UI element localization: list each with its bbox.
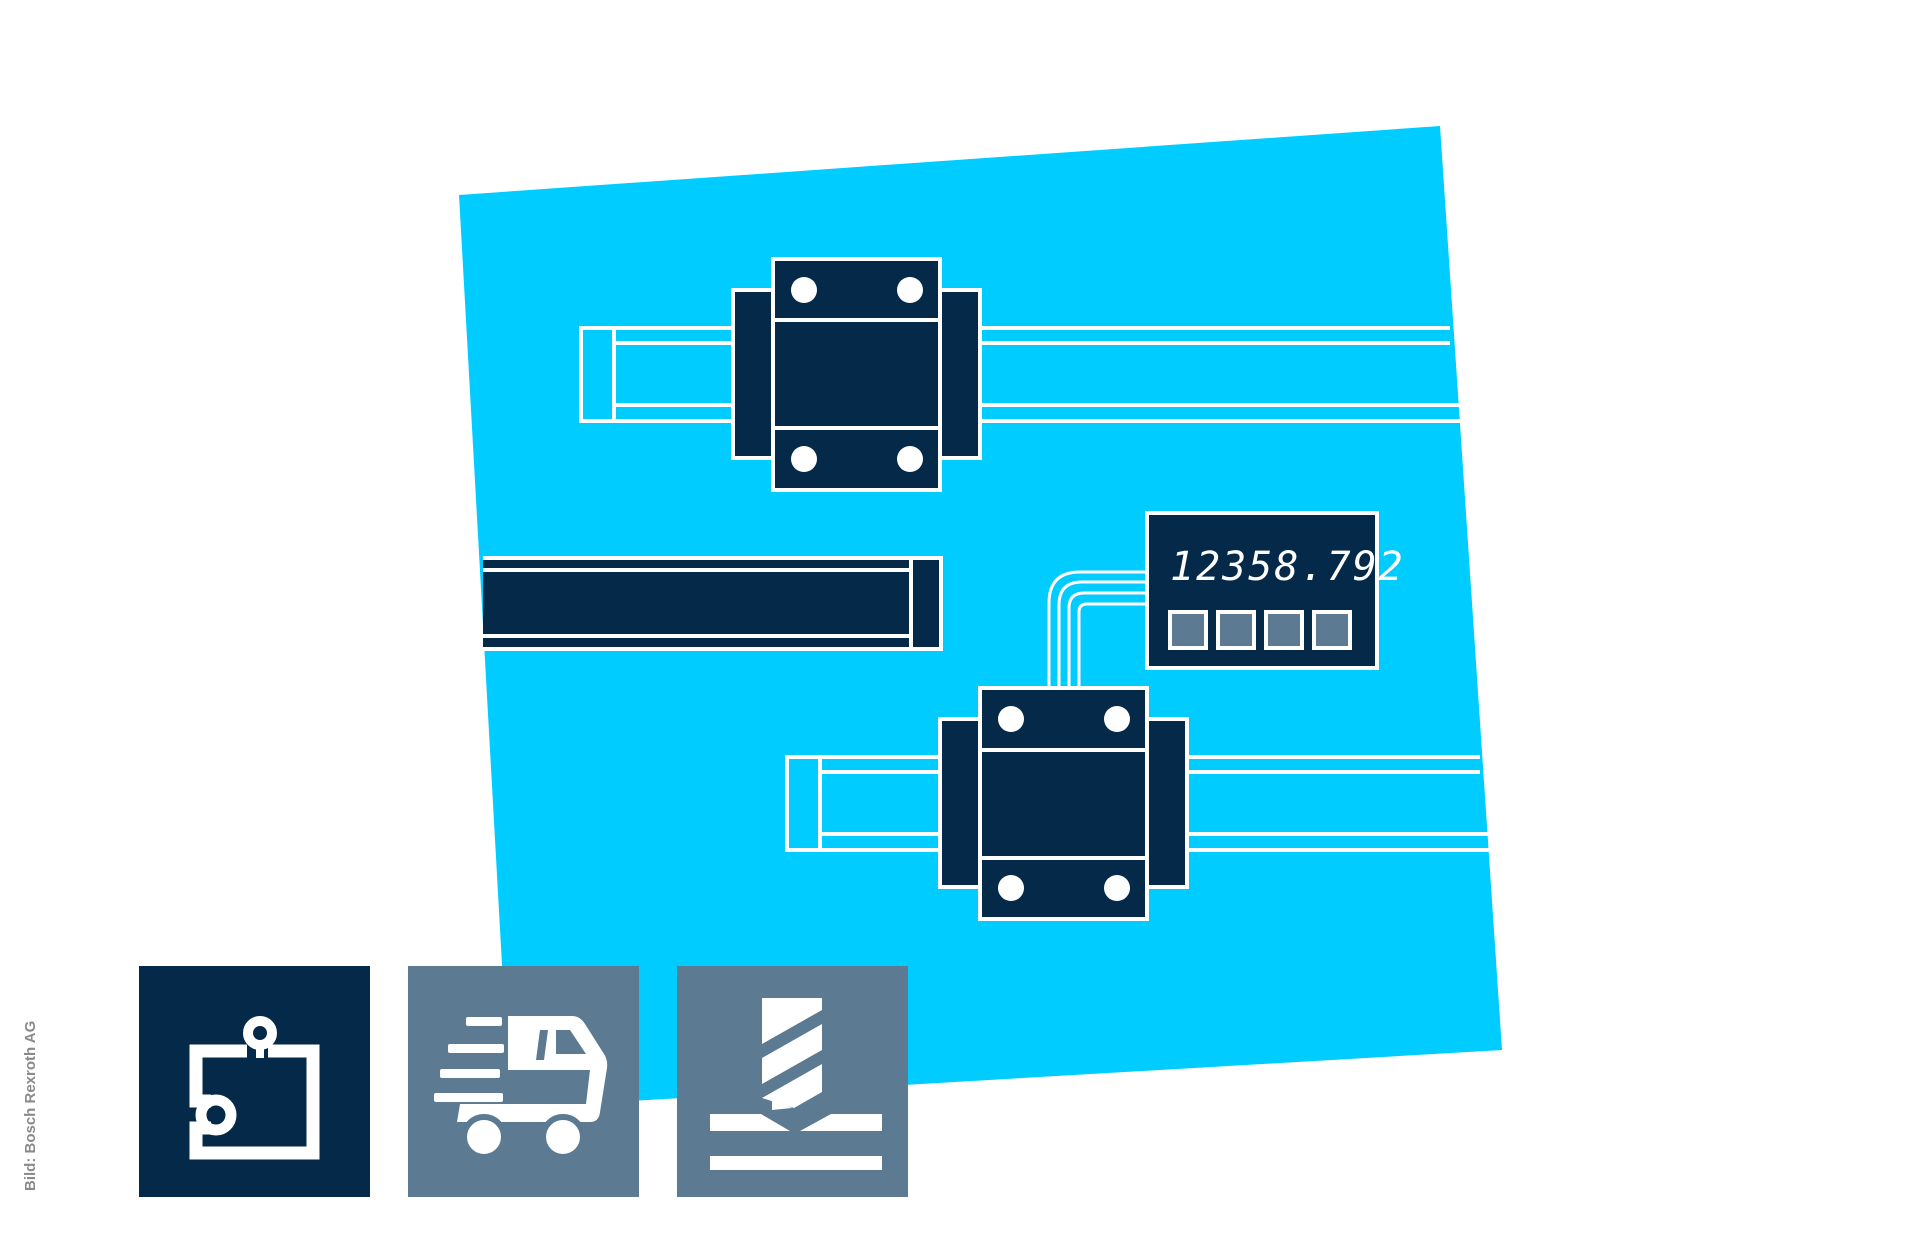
- lower-carriage-left-seal: [938, 717, 982, 889]
- measuring-scale-body: [483, 558, 911, 649]
- bolt-hole: [791, 446, 817, 472]
- upper-carriage-left-seal: [731, 288, 775, 460]
- lower-carriage: [938, 686, 1189, 921]
- tile-machining: [677, 966, 908, 1197]
- lower-linear-guide: [785, 686, 1490, 921]
- puzzle-piece-number-5-icon: [189, 1016, 320, 1160]
- readout-key: [1216, 610, 1256, 650]
- upper-linear-guide: [579, 257, 1460, 492]
- readout-key: [1168, 610, 1208, 650]
- bolt-hole: [897, 277, 923, 303]
- upper-carriage-right-seal: [938, 288, 982, 460]
- digital-readout-unit: 12358.792: [1145, 511, 1405, 670]
- lower-carriage-right-seal: [1145, 717, 1189, 889]
- drill-bit-machining-icon: [710, 998, 882, 1170]
- image-credit: Bild: Bosch Rexroth AG: [22, 1020, 39, 1191]
- tile-delivery: [408, 966, 639, 1197]
- lower-rail-end-cap: [785, 755, 822, 852]
- readout-keypad: [1168, 610, 1352, 650]
- bolt-hole: [897, 446, 923, 472]
- background-panel: [459, 126, 1502, 1108]
- readout-value: 12358.792: [1170, 544, 1405, 590]
- readout-key: [1312, 610, 1352, 650]
- measuring-scale: [483, 556, 943, 651]
- measuring-scale-end-cap: [909, 556, 943, 651]
- bolt-hole: [791, 277, 817, 303]
- tile-modular-background: [139, 966, 370, 1197]
- bolt-hole: [1104, 706, 1130, 732]
- bolt-hole: [998, 875, 1024, 901]
- readout-key: [1264, 610, 1304, 650]
- fast-delivery-truck-icon: [434, 1016, 608, 1160]
- bolt-hole: [998, 706, 1024, 732]
- tile-modular: [139, 966, 370, 1197]
- upper-carriage: [731, 257, 982, 492]
- sensor-cable: [1047, 570, 1147, 690]
- bolt-hole: [1104, 875, 1130, 901]
